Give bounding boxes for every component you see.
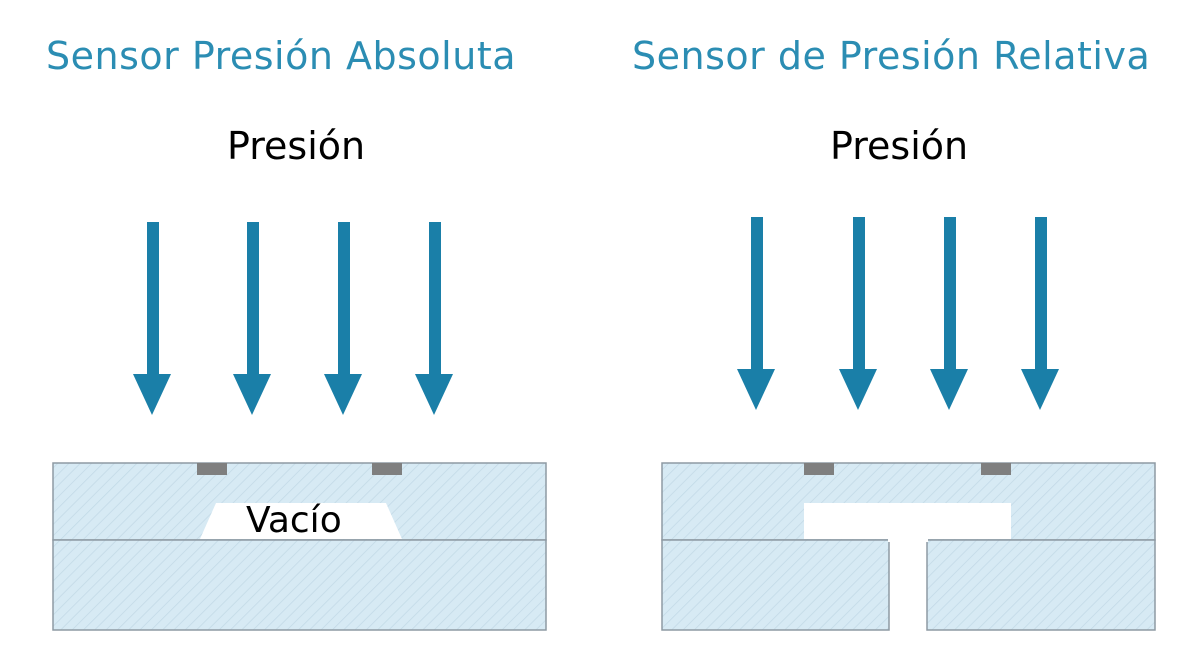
reference-port-gap bbox=[888, 539, 928, 542]
pressure-arrows-relative bbox=[737, 217, 1059, 410]
absolute-sensor-body bbox=[52, 462, 547, 631]
sensor-base-left bbox=[661, 539, 890, 631]
pressure-label-relative: Presión bbox=[830, 124, 969, 168]
sensor-base-right bbox=[926, 539, 1156, 631]
pressure-arrows-absolute bbox=[133, 222, 453, 415]
arrow-down-icon bbox=[415, 222, 453, 415]
sensor-pad bbox=[372, 463, 402, 475]
title-relative-sensor: Sensor de Presión Relativa bbox=[632, 34, 1151, 78]
vacuum-label: Vacío bbox=[246, 500, 342, 541]
sensor-pad bbox=[197, 463, 227, 475]
arrow-down-icon bbox=[233, 222, 271, 415]
sensor-base-layer bbox=[52, 539, 547, 631]
vacuum-cavity bbox=[200, 503, 402, 539]
title-absolute-sensor: Sensor Presión Absoluta bbox=[46, 34, 517, 78]
pressure-label-absolute: Presión bbox=[227, 124, 366, 168]
arrow-down-icon bbox=[133, 222, 171, 415]
arrow-down-icon bbox=[1021, 217, 1059, 410]
sensor-pad bbox=[981, 463, 1011, 475]
sensor-pad bbox=[804, 463, 834, 475]
arrow-down-icon bbox=[930, 217, 968, 410]
arrow-down-icon bbox=[737, 217, 775, 410]
reference-cavity bbox=[804, 503, 1011, 539]
arrow-down-icon bbox=[324, 222, 362, 415]
arrow-down-icon bbox=[839, 217, 877, 410]
relative-sensor-body bbox=[661, 462, 1156, 631]
